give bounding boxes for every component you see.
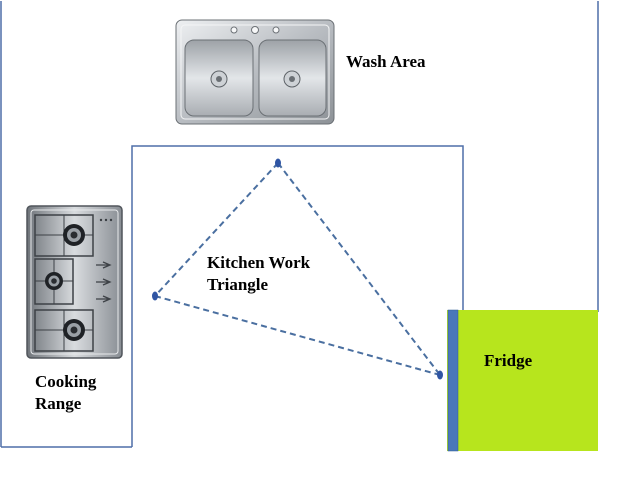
fridge-label: Fridge: [484, 351, 533, 370]
vertex-fridge: [437, 370, 443, 380]
cooking-range-label-line2: Range: [35, 394, 82, 413]
inner-counter-outline: [131, 145, 464, 447]
room-outline: [0, 1, 599, 448]
work-triangle: [152, 158, 443, 380]
work-triangle-label-line1: Kitchen Work: [207, 253, 311, 272]
triangle-edge-sink-range: [154, 162, 279, 297]
triangle-edge-range-fridge: [154, 295, 441, 376]
vertex-sink: [275, 158, 281, 168]
fridge-block: [447, 309, 598, 452]
three-burner-cooktop-icon: [26, 205, 123, 359]
work-triangle-label-line2: Triangle: [207, 275, 269, 294]
wash-area-label: Wash Area: [346, 52, 426, 71]
vertex-range: [152, 291, 158, 301]
double-bowl-sink-icon: [175, 19, 335, 125]
cooking-range-label-line1: Cooking: [35, 372, 97, 391]
triangle-edge-sink-fridge: [277, 162, 441, 376]
